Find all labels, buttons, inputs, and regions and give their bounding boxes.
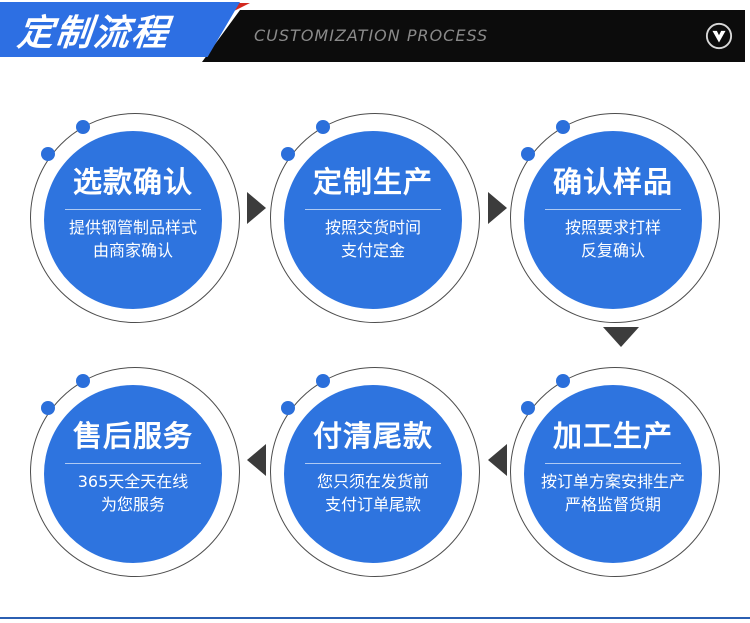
arrow-right-icon <box>488 192 507 224</box>
header-black-banner: CUSTOMIZATION PROCESS <box>202 10 745 62</box>
orbit-ring <box>30 113 240 323</box>
ring-dot <box>41 401 55 415</box>
step-title: 加工生产 <box>552 419 673 453</box>
step-desc-line: 按订单方案安排生产 <box>540 472 685 491</box>
step-title: 确认样品 <box>552 165 673 199</box>
step-circle: 确认样品 按照要求打样 反复确认 <box>524 131 702 309</box>
arrow-left-icon <box>247 444 266 476</box>
ring-dot <box>76 374 90 388</box>
step-title: 付清尾款 <box>312 419 433 453</box>
ring-dot <box>41 147 55 161</box>
step-desc-line: 提供钢管制品样式 <box>68 218 197 237</box>
step-desc-line: 按照交货时间 <box>324 218 421 237</box>
step-divider <box>305 209 441 210</box>
step-desc-line: 您只须在发货前 <box>316 472 429 491</box>
chevron-down-circle-icon <box>705 22 733 50</box>
arrow-left-icon <box>488 444 507 476</box>
step-desc-line: 365天全天在线 <box>77 472 189 491</box>
orbit-ring <box>510 113 720 323</box>
step-title: 售后服务 <box>72 419 193 453</box>
process-step-5: 付清尾款 您只须在发货前 支付订单尾款 <box>253 349 493 599</box>
ring-dot <box>76 120 90 134</box>
step-desc-line: 支付定金 <box>340 241 405 260</box>
step-desc-line: 严格监督货期 <box>564 495 661 514</box>
step-desc-line: 反复确认 <box>580 241 645 260</box>
arrow-down-icon <box>603 327 639 347</box>
ring-dot <box>521 401 535 415</box>
ring-dot <box>281 401 295 415</box>
step-divider <box>305 463 441 464</box>
step-desc-line: 由商家确认 <box>92 241 173 260</box>
process-step-4: 加工生产 按订单方案安排生产 严格监督货期 <box>493 349 733 599</box>
step-circle: 选款确认 提供钢管制品样式 由商家确认 <box>44 131 222 309</box>
step-title: 定制生产 <box>312 165 433 199</box>
orbit-ring <box>270 113 480 323</box>
bottom-divider-line <box>0 617 750 619</box>
header-subtitle: CUSTOMIZATION PROCESS <box>254 26 489 45</box>
step-circle: 定制生产 按照交货时间 支付定金 <box>284 131 462 309</box>
step-divider <box>65 463 201 464</box>
process-step-3: 确认样品 按照要求打样 反复确认 <box>493 95 733 345</box>
step-title: 选款确认 <box>72 165 193 199</box>
ring-dot <box>556 374 570 388</box>
orbit-ring <box>270 367 480 577</box>
orbit-ring <box>30 367 240 577</box>
ring-dot <box>556 120 570 134</box>
step-divider <box>545 209 681 210</box>
step-circle: 售后服务 365天全天在线 为您服务 <box>44 385 222 563</box>
ring-dot <box>281 147 295 161</box>
process-step-2: 定制生产 按照交货时间 支付定金 <box>253 95 493 345</box>
step-divider <box>545 463 681 464</box>
arrow-right-icon <box>247 192 266 224</box>
page-title: 定制流程 <box>15 12 172 54</box>
process-step-1: 选款确认 提供钢管制品样式 由商家确认 <box>13 95 253 345</box>
step-desc-line: 按照要求打样 <box>564 218 661 237</box>
step-desc-line: 为您服务 <box>100 495 165 514</box>
ring-dot <box>316 374 330 388</box>
step-desc-line: 支付订单尾款 <box>324 495 421 514</box>
ring-dot <box>521 147 535 161</box>
process-step-6: 售后服务 365天全天在线 为您服务 <box>13 349 253 599</box>
step-circle: 加工生产 按订单方案安排生产 严格监督货期 <box>524 385 702 563</box>
ring-dot <box>316 120 330 134</box>
step-circle: 付清尾款 您只须在发货前 支付订单尾款 <box>284 385 462 563</box>
header-title-banner: 定制流程 <box>0 2 240 57</box>
orbit-ring <box>510 367 720 577</box>
step-divider <box>65 209 201 210</box>
